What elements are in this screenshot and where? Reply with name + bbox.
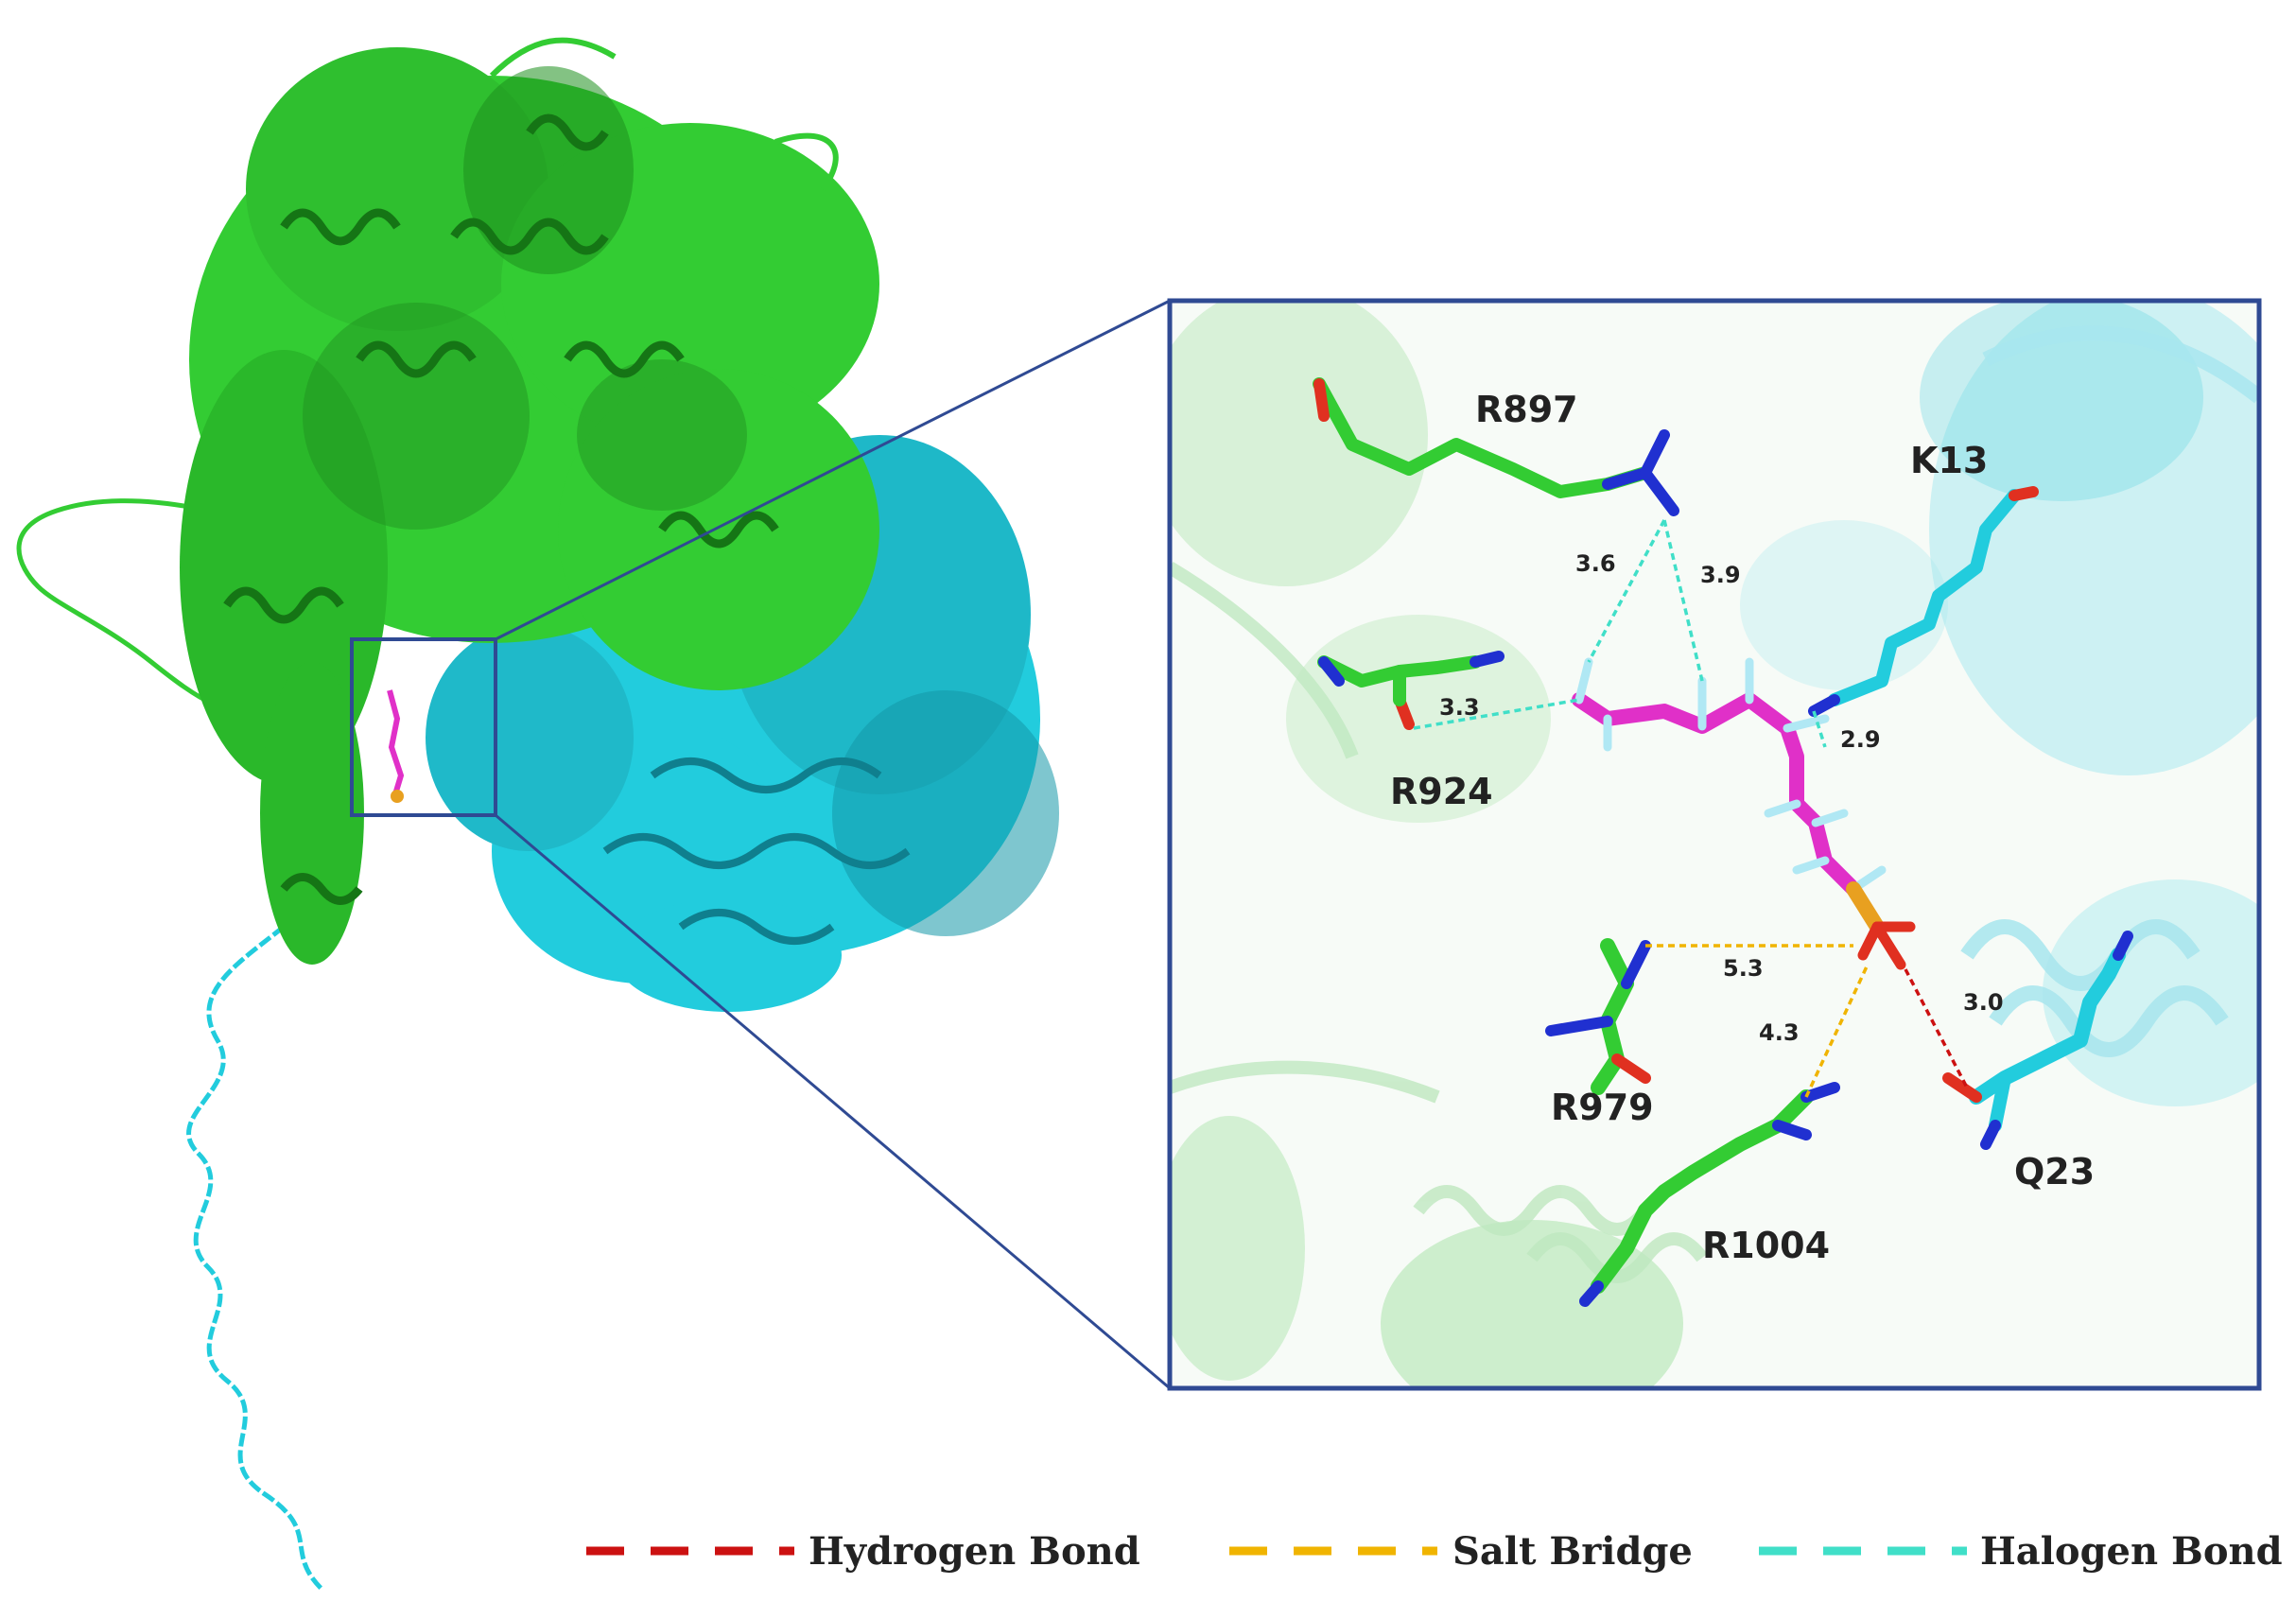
- residue-r897-sticks: [1313, 377, 1679, 516]
- inset-frame: [1167, 298, 2262, 1391]
- zoom-selection-box: [350, 637, 497, 817]
- distance-label: 3.6: [1575, 550, 1616, 577]
- legend-item-salt-bridge: Salt Bridge: [1229, 1529, 1693, 1574]
- interaction-lines: [1413, 519, 1969, 1098]
- residue-r924-sticks: [1317, 651, 1505, 730]
- legend-label-hydrogen-bond: Hydrogen Bond: [809, 1529, 1140, 1574]
- label-k13: K13: [1910, 440, 1988, 481]
- residue-r979-sticks: [1545, 938, 1651, 1095]
- legend: Hydrogen Bond Salt Bridge Halogen Bond: [586, 1529, 2283, 1574]
- distance-label: 4.3: [1759, 1019, 1800, 1046]
- protein-overview: [16, 37, 1059, 1591]
- halogen-bond-line: [1413, 698, 1580, 730]
- ligand-overview: [387, 689, 405, 803]
- label-q23: Q23: [2014, 1151, 2095, 1192]
- distance-label: 5.3: [1723, 955, 1764, 982]
- salt-bridge-line: [1804, 964, 1870, 1098]
- label-r1004: R1004: [1702, 1225, 1830, 1266]
- label-r924: R924: [1390, 771, 1493, 812]
- zoom-projection-lines: [495, 299, 1171, 1390]
- legend-item-hydrogen-bond: Hydrogen Bond: [586, 1529, 1140, 1574]
- label-r897: R897: [1475, 389, 1578, 430]
- residue-r1004-sticks: [1579, 1082, 1840, 1307]
- distance-label: 3.0: [1963, 989, 2004, 1016]
- legend-item-halogen-bond: Halogen Bond: [1759, 1529, 2283, 1574]
- residue-k13-sticks: [1808, 486, 2039, 717]
- binding-site-inset: R897 K13 R924 R979 R1004 Q23 3.6 3.9 3.3…: [1167, 298, 2262, 1391]
- distance-label: 2.9: [1840, 726, 1881, 753]
- label-r979: R979: [1551, 1087, 1654, 1128]
- chain-a-loop-left: [16, 498, 285, 722]
- distance-label: 3.9: [1700, 562, 1741, 588]
- legend-label-salt-bridge: Salt Bridge: [1452, 1529, 1693, 1574]
- chain-b-tail: [186, 925, 323, 1591]
- distance-label: 3.3: [1439, 694, 1480, 721]
- ligand-sticks: [1572, 657, 1916, 970]
- chain-a-domain: [180, 37, 879, 965]
- legend-label-halogen-bond: Halogen Bond: [1980, 1529, 2283, 1574]
- residue-q23-sticks: [1942, 931, 2133, 1150]
- halogen-bond-line: [1587, 519, 1666, 663]
- halogen-bond-line: [1812, 710, 1827, 748]
- halogen-bond-line: [1662, 519, 1704, 682]
